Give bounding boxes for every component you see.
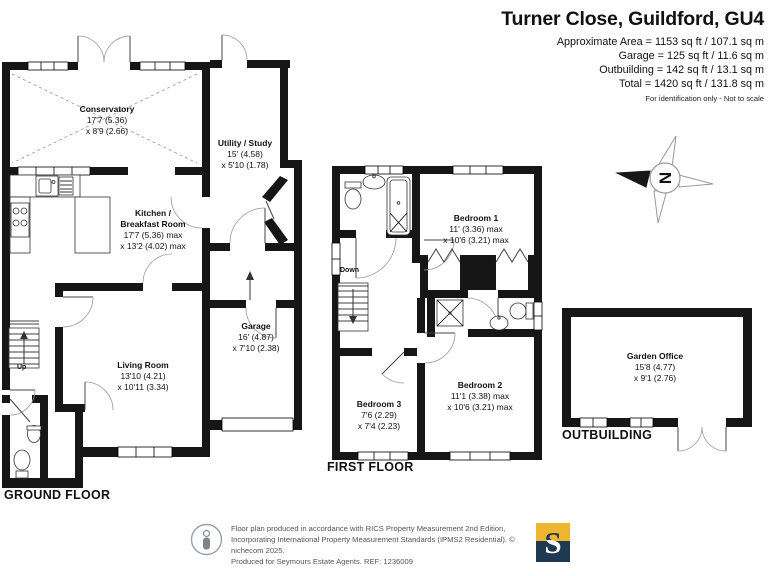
- stairs-down-label: Down: [340, 267, 360, 274]
- compass-letter: N: [656, 172, 675, 184]
- area-line: Garage = 125 sq ft / 11.6 sq m: [618, 50, 764, 62]
- kitchen-counter: [9, 174, 111, 254]
- toilet-icon: [509, 302, 527, 320]
- ground-floor-label: GROUND FLOOR: [4, 488, 111, 502]
- compass-rose: N: [615, 135, 714, 224]
- logo-gold-half: [536, 523, 570, 541]
- seymours-logo: S S: [536, 523, 570, 562]
- area-line: Outbuilding = 142 sq ft / 13.1 sq m: [599, 64, 764, 76]
- appliance-icon: [58, 176, 74, 196]
- toilet-icon: [344, 188, 362, 210]
- nichecom-logo-icon: [190, 523, 223, 556]
- ground-floor-doors: [9, 34, 277, 423]
- sink-icon: [489, 315, 509, 331]
- shower-room-fixtures: [436, 299, 534, 331]
- first-floor-label: FIRST FLOOR: [327, 460, 414, 474]
- conservatory-roof-lines: [11, 73, 198, 164]
- outbuilding-label: OUTBUILDING: [562, 428, 653, 442]
- person-icon: [202, 529, 211, 538]
- north-pointer: [615, 170, 651, 188]
- outbuilding-plan: [562, 308, 752, 452]
- ground-floor-windows: [17, 61, 294, 458]
- outbuilding-doors: [677, 426, 727, 452]
- entrance-arrow: [246, 271, 254, 300]
- ground-floor-plan: [2, 34, 302, 488]
- garage-door: [221, 417, 294, 432]
- ground-floor-walls: [2, 60, 302, 488]
- area-line: Approximate Area = 1153 sq ft / 107.1 sq…: [556, 36, 764, 48]
- hob-icon: [10, 202, 30, 238]
- logo-navy-half: [536, 540, 570, 562]
- wc-fixtures: [13, 425, 42, 479]
- bathroom-fixtures: [344, 174, 411, 236]
- first-floor-windows: [331, 165, 543, 461]
- stairs-up-icon: [8, 320, 40, 369]
- compass-star: [615, 135, 714, 224]
- outbuilding-walls: [562, 308, 752, 427]
- bath-icon: [386, 176, 411, 236]
- scale-disclaimer: For identification only - Not to scale: [645, 94, 764, 103]
- area-line: Total = 1420 sq ft / 131.8 sq m: [619, 78, 764, 90]
- first-floor-walls: [332, 166, 542, 460]
- footer: Floor plan produced in accordance with R…: [190, 523, 541, 567]
- page-title: Turner Close, Guildford, GU4: [501, 8, 764, 30]
- toilet-icon: [13, 449, 31, 471]
- stairs-up-label: Up: [17, 364, 27, 371]
- area-summary: Approximate Area = 1153 sq ft / 107.1 sq…: [501, 35, 764, 91]
- footer-disclaimer: Floor plan produced in accordance with R…: [231, 524, 515, 566]
- shower-icon: [436, 299, 464, 327]
- header: Turner Close, Guildford, GU4 Approximate…: [501, 8, 764, 103]
- logo-letter: S: [536, 523, 570, 540]
- outbuilding-windows: [579, 417, 654, 428]
- first-floor-plan: [331, 165, 543, 461]
- stairs-down-icon: [337, 282, 369, 332]
